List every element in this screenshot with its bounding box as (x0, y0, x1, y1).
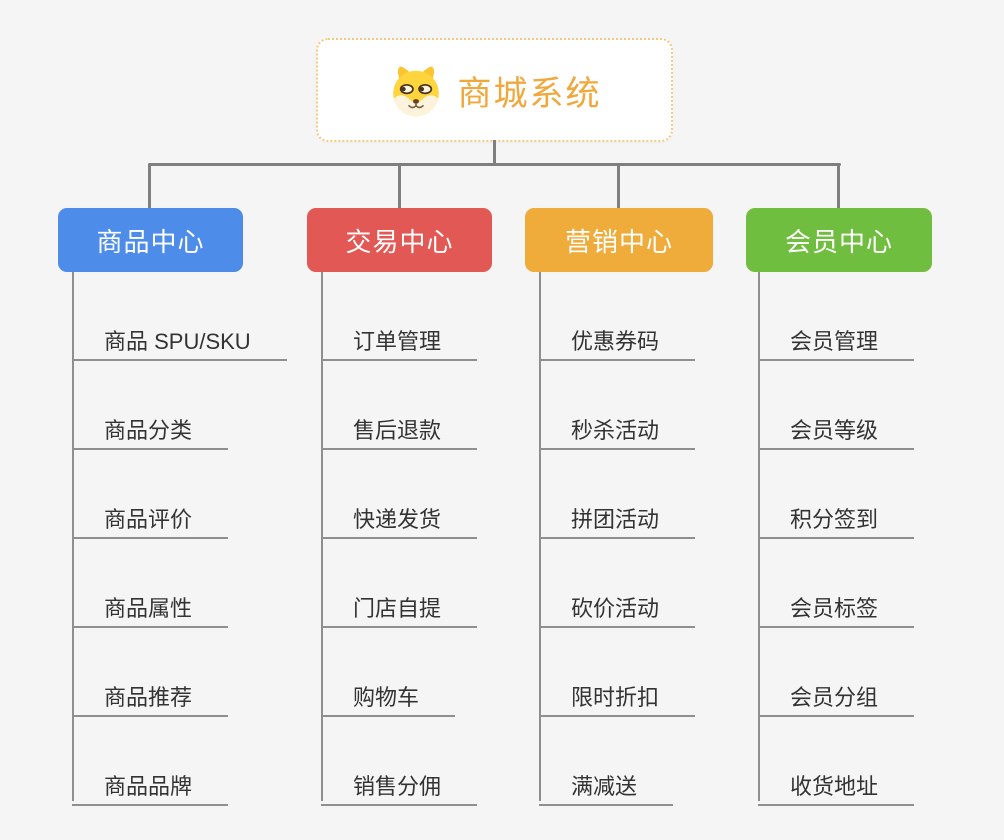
trunk-line (539, 272, 541, 801)
connector-root-stem (493, 140, 496, 165)
leaf-node[interactable]: 满减送 (539, 769, 674, 806)
branch-node-trade-center[interactable]: 交易中心 (307, 208, 492, 272)
leaf-node[interactable]: 商品推荐 (72, 680, 229, 717)
leaf-node[interactable]: 商品属性 (72, 591, 229, 628)
leaf-node[interactable]: 会员等级 (758, 413, 915, 450)
leaf-node[interactable]: 限时折扣 (539, 680, 696, 717)
leaf-node[interactable]: 秒杀活动 (539, 413, 696, 450)
leaf-node[interactable]: 拼团活动 (539, 502, 696, 539)
connector-horizontal-bus (148, 163, 841, 166)
connector-drop-trade (398, 164, 401, 209)
leaf-node[interactable]: 订单管理 (321, 324, 478, 361)
trunk-line (321, 272, 323, 801)
leaf-node[interactable]: 门店自提 (321, 591, 478, 628)
branch-children-member-center: 会员管理 会员等级 积分签到 会员标签 会员分组 收货地址 (758, 272, 915, 806)
leaf-node[interactable]: 收货地址 (758, 769, 915, 806)
leaf-node[interactable]: 购物车 (321, 680, 456, 717)
leaf-node[interactable]: 会员管理 (758, 324, 915, 361)
branch-children-trade-center: 订单管理 售后退款 快递发货 门店自提 购物车 销售分佣 (321, 272, 478, 806)
connector-drop-product (148, 164, 151, 209)
leaf-node[interactable]: 优惠券码 (539, 324, 696, 361)
leaf-node[interactable]: 会员分组 (758, 680, 915, 717)
leaf-node[interactable]: 商品品牌 (72, 769, 229, 806)
connector-drop-member (837, 164, 840, 209)
leaf-node[interactable]: 积分签到 (758, 502, 915, 539)
root-node-mall-system[interactable]: 商城系统 (316, 38, 673, 142)
leaf-node[interactable]: 商品评价 (72, 502, 229, 539)
branch-children-marketing-center: 优惠券码 秒杀活动 拼团活动 砍价活动 限时折扣 满减送 (539, 272, 696, 806)
trunk-line (72, 272, 74, 801)
branch-children-product-center: 商品 SPU/SKU 商品分类 商品评价 商品属性 商品推荐 商品品牌 (72, 272, 287, 806)
connector-drop-marketing (617, 164, 620, 209)
branch-node-marketing-center[interactable]: 营销中心 (525, 208, 713, 272)
root-title: 商城系统 (457, 74, 602, 113)
dog-face-icon (392, 66, 439, 117)
leaf-node[interactable]: 销售分佣 (321, 769, 478, 806)
leaf-node[interactable]: 商品分类 (72, 413, 229, 450)
leaf-node[interactable]: 商品 SPU/SKU (72, 324, 287, 361)
branch-node-product-center[interactable]: 商品中心 (58, 208, 243, 272)
leaf-node[interactable]: 售后退款 (321, 413, 478, 450)
leaf-node[interactable]: 快递发货 (321, 502, 478, 539)
branch-node-member-center[interactable]: 会员中心 (746, 208, 932, 272)
leaf-node[interactable]: 砍价活动 (539, 591, 696, 628)
trunk-line (758, 272, 760, 801)
leaf-node[interactable]: 会员标签 (758, 591, 915, 628)
